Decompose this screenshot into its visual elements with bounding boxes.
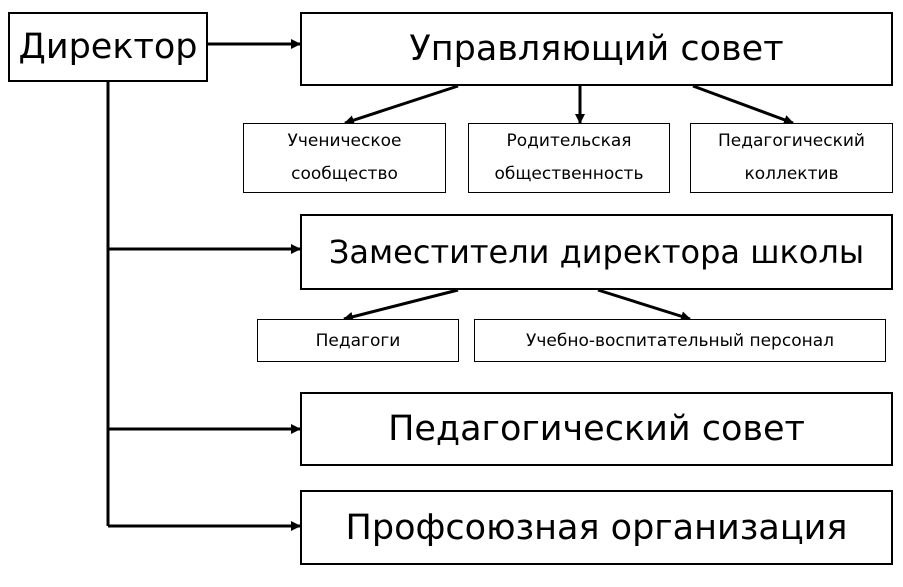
deputy-directors-box: Заместители директора школы	[300, 214, 893, 290]
teaching-staff-box: Педагогический коллектив	[690, 123, 893, 193]
student-community-box: Ученическое сообщество	[243, 123, 446, 193]
arrow-to-educational-staff	[597, 288, 691, 322]
parent-community-box: Родительская общественность	[468, 123, 670, 193]
arrow-to-teachers	[343, 288, 459, 322]
teachers-box: Педагоги	[257, 319, 459, 362]
arrow-to-student-community	[344, 84, 459, 125]
trade-union-box: Профсоюзная организация	[300, 490, 893, 565]
pedagogical-council-box: Педагогический совет	[300, 392, 893, 466]
educational-staff-label: Учебно-воспитательный персонал	[526, 330, 834, 351]
deputy-directors-label: Заместители директора школы	[328, 233, 865, 271]
parent-community-label: Родительская общественность	[494, 131, 644, 184]
governing-council-box: Управляющий совет	[300, 12, 893, 86]
director-box: Директор	[8, 12, 208, 82]
pedagogical-council-label: Педагогический совет	[388, 409, 805, 449]
student-community-label: Ученическое сообщество	[287, 131, 402, 184]
trade-union-label: Профсоюзная организация	[345, 507, 848, 548]
teachers-label: Педагоги	[315, 330, 401, 351]
educational-staff-box: Учебно-воспитательный персонал	[474, 319, 886, 362]
governing-council-label: Управляющий совет	[409, 29, 784, 69]
director-label: Директор	[18, 27, 198, 67]
arrow-to-teaching-staff	[692, 84, 794, 125]
teaching-staff-label: Педагогический коллектив	[718, 131, 865, 184]
